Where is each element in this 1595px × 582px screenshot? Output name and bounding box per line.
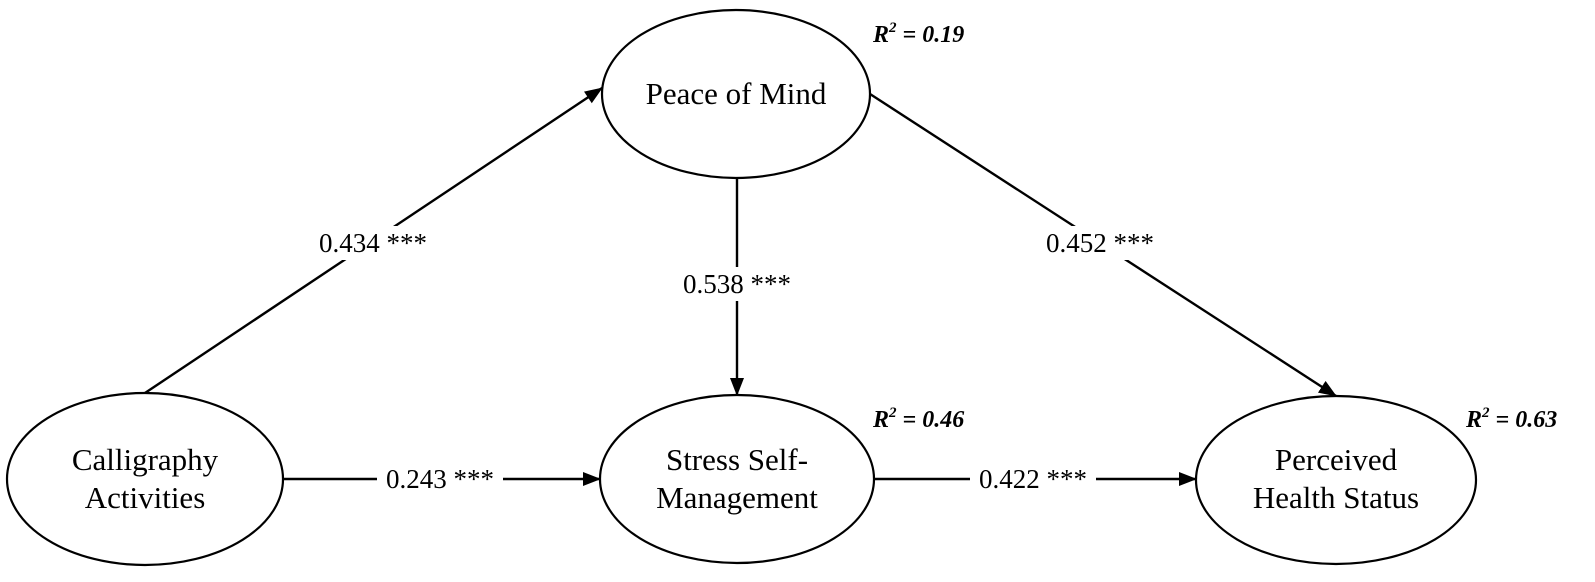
coefficient-label: 0.422 ***	[979, 464, 1087, 494]
edge-label-peace-to-health: 0.452 ***	[1036, 226, 1164, 260]
node-label: Perceived	[1275, 442, 1398, 477]
r-squared-peace: R2 = 0.19	[872, 20, 964, 48]
node-label: Stress Self-	[666, 442, 808, 477]
node-label: Management	[656, 480, 818, 515]
node-calligraphy-activities: Calligraphy Activities	[5, 391, 285, 567]
node-label: Peace of Mind	[646, 76, 827, 111]
r-squared-stress: R2 = 0.46	[872, 405, 964, 433]
edge-label-calligraphy-to-peace: 0.434 ***	[310, 226, 436, 260]
coefficient-label: 0.538 ***	[683, 269, 791, 299]
r-squared-health: R2 = 0.63	[1465, 405, 1557, 433]
node-label: Health Status	[1253, 480, 1419, 515]
node-stress-self-management: Stress Self- Management	[598, 393, 876, 565]
edge-label-calligraphy-to-stress: 0.243 ***	[377, 462, 503, 496]
node-label: Calligraphy	[72, 442, 219, 477]
coefficient-label: 0.434 ***	[319, 228, 427, 258]
node-perceived-health-status: Perceived Health Status	[1194, 394, 1478, 566]
coefficient-label: 0.243 ***	[386, 464, 494, 494]
node-peace-of-mind: Peace of Mind	[600, 8, 872, 180]
edge-label-peace-to-stress: 0.538 ***	[673, 267, 801, 301]
edge-label-stress-to-health: 0.422 ***	[970, 462, 1096, 496]
coefficient-label: 0.452 ***	[1046, 228, 1154, 258]
node-label: Activities	[85, 480, 206, 515]
